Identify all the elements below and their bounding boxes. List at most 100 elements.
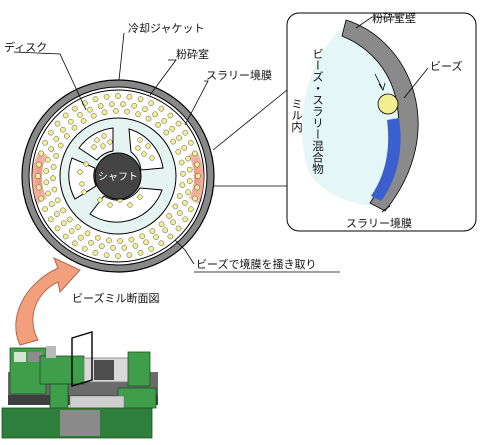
bead xyxy=(38,195,45,202)
bead xyxy=(94,137,100,143)
bead xyxy=(137,194,143,200)
bead xyxy=(38,150,45,157)
bead xyxy=(108,101,115,108)
bead xyxy=(161,118,168,124)
bead xyxy=(48,146,55,152)
bead xyxy=(92,249,99,256)
section-cut-plane xyxy=(71,331,93,387)
bead xyxy=(42,139,49,146)
bead xyxy=(126,93,133,100)
bead xyxy=(185,155,191,162)
bead xyxy=(149,155,155,161)
bead xyxy=(101,109,108,116)
bead xyxy=(71,105,78,112)
bead xyxy=(191,150,198,157)
bead xyxy=(194,184,201,191)
bead xyxy=(176,193,183,199)
bead xyxy=(54,211,60,217)
bead xyxy=(43,179,50,186)
bead xyxy=(103,252,110,259)
mill-cross-section: シャフト xyxy=(21,79,215,273)
bead xyxy=(152,111,158,118)
bead xyxy=(92,96,99,103)
bead xyxy=(87,106,93,113)
bead xyxy=(43,168,50,174)
bead xyxy=(131,102,138,109)
slurry-film-band xyxy=(371,118,401,201)
bead xyxy=(107,202,113,208)
bead xyxy=(53,153,60,159)
bead xyxy=(178,159,185,166)
label-cooling-jacket: 冷却ジャケット xyxy=(128,22,204,35)
bead xyxy=(54,225,61,232)
disk-beads xyxy=(77,133,155,208)
bead xyxy=(115,93,121,99)
label-grinding-chamber: 粉砕室 xyxy=(176,47,209,61)
bead xyxy=(172,203,179,210)
bead xyxy=(176,135,182,141)
bead xyxy=(167,112,174,119)
bead xyxy=(135,111,141,118)
bead xyxy=(175,148,182,155)
bead xyxy=(57,142,64,149)
bead xyxy=(45,190,51,197)
bead xyxy=(121,244,128,251)
bead xyxy=(182,216,189,223)
bead xyxy=(101,133,107,139)
shaft-label: シャフト xyxy=(98,172,138,183)
bead xyxy=(135,145,141,151)
bead xyxy=(44,156,51,163)
label-disk: ディスク xyxy=(4,40,47,54)
bead xyxy=(77,112,83,118)
bead xyxy=(175,120,182,127)
bead xyxy=(66,216,73,223)
bead-motion-arrowhead xyxy=(378,82,386,91)
bead xyxy=(142,106,148,113)
bead xyxy=(191,195,198,202)
bead xyxy=(195,173,201,179)
bead xyxy=(90,112,97,119)
bead xyxy=(145,143,151,149)
bead xyxy=(170,219,176,226)
bead xyxy=(95,234,101,241)
bead xyxy=(194,161,201,168)
bead xyxy=(54,120,61,127)
bead xyxy=(84,230,91,237)
bead xyxy=(77,169,83,175)
bead xyxy=(181,200,188,206)
bead xyxy=(128,236,135,243)
bead xyxy=(181,145,188,151)
bead xyxy=(185,189,192,196)
bead xyxy=(51,186,58,193)
bead xyxy=(187,139,194,146)
bead xyxy=(81,189,87,195)
bead xyxy=(62,112,69,119)
bead xyxy=(187,206,194,213)
bead xyxy=(68,228,75,234)
inset-connector-top xyxy=(212,89,288,151)
bead xyxy=(115,253,121,259)
bead xyxy=(167,233,174,240)
bead xyxy=(71,240,78,247)
bead xyxy=(80,118,87,124)
bead xyxy=(117,238,124,244)
bead xyxy=(137,137,143,143)
bead xyxy=(169,125,176,132)
bead xyxy=(103,93,110,100)
bead xyxy=(60,207,66,214)
bead xyxy=(158,105,165,112)
bead xyxy=(107,139,113,145)
bead xyxy=(132,243,139,249)
bead xyxy=(182,129,189,136)
bead xyxy=(127,202,133,208)
bead-motion-arrow xyxy=(374,73,383,89)
bead xyxy=(145,115,152,122)
label-in-mill-vertical: ミル内 xyxy=(290,98,304,133)
bead xyxy=(148,100,155,107)
bead xyxy=(186,166,193,173)
bead xyxy=(83,161,89,167)
bead xyxy=(60,126,66,133)
bead xyxy=(110,244,116,251)
label-slurry-film-detail: スラリー境膜 xyxy=(346,216,412,230)
